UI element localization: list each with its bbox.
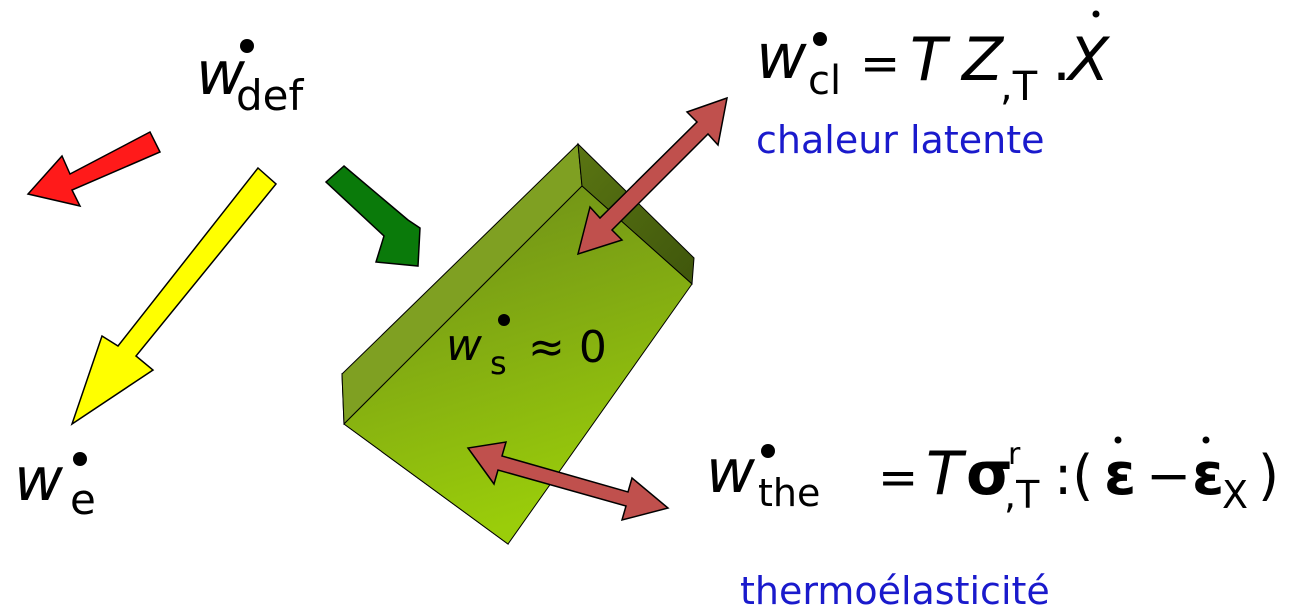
svg-text::(: :(: [1054, 444, 1093, 507]
svg-text:≈ 0: ≈ 0: [528, 322, 607, 373]
svg-text:def: def: [236, 71, 305, 120]
svg-text:X: X: [1222, 473, 1248, 517]
w-cl-equation: w cl = T Z ,T . X: [756, 11, 1111, 111]
svg-text:w: w: [446, 320, 483, 371]
svg-text:,T: ,T: [1004, 473, 1040, 517]
w-def-label: w def: [196, 39, 305, 120]
dot-bullet: [761, 444, 775, 458]
yellow-arrow: [72, 168, 276, 424]
time-derivative-dot: [1115, 437, 1122, 444]
svg-text:r: r: [1008, 437, 1021, 472]
svg-text:−: −: [1146, 444, 1191, 507]
dot-bullet: [813, 32, 827, 46]
caption-thermoelasticity: thermoélasticité: [740, 569, 1050, 613]
svg-text:e: e: [70, 475, 96, 524]
svg-text:,T: ,T: [1000, 64, 1038, 110]
svg-text:=: =: [878, 450, 918, 506]
svg-text:w: w: [14, 445, 64, 515]
w-the-equation: w the = T σ r ,T :( ε − ε X ): [706, 437, 1279, 518]
svg-text:cl: cl: [808, 58, 841, 104]
green-arrow: [326, 166, 420, 266]
material-block: [342, 144, 694, 544]
svg-text:ε: ε: [1104, 440, 1136, 508]
red-arrow: [28, 132, 160, 206]
time-derivative-dot: [1203, 437, 1210, 444]
svg-text:s: s: [490, 344, 507, 382]
time-derivative-dot: [1093, 11, 1100, 18]
w-e-label: w e: [14, 445, 96, 524]
svg-text:the: the: [758, 471, 820, 515]
svg-text:T: T: [926, 439, 967, 509]
svg-text:=: =: [860, 36, 900, 92]
svg-text:ε: ε: [1192, 440, 1224, 508]
svg-text:T: T: [910, 25, 951, 95]
svg-text:w: w: [706, 437, 756, 507]
caption-latent-heat: chaleur latente: [756, 118, 1044, 162]
svg-text:w: w: [756, 20, 807, 93]
dot-bullet: [498, 314, 510, 326]
dot-bullet: [240, 39, 254, 53]
dot-bullet: [73, 452, 87, 466]
svg-text:X: X: [1065, 25, 1111, 95]
svg-text:): ): [1258, 444, 1279, 507]
svg-text:Z: Z: [960, 25, 1005, 95]
